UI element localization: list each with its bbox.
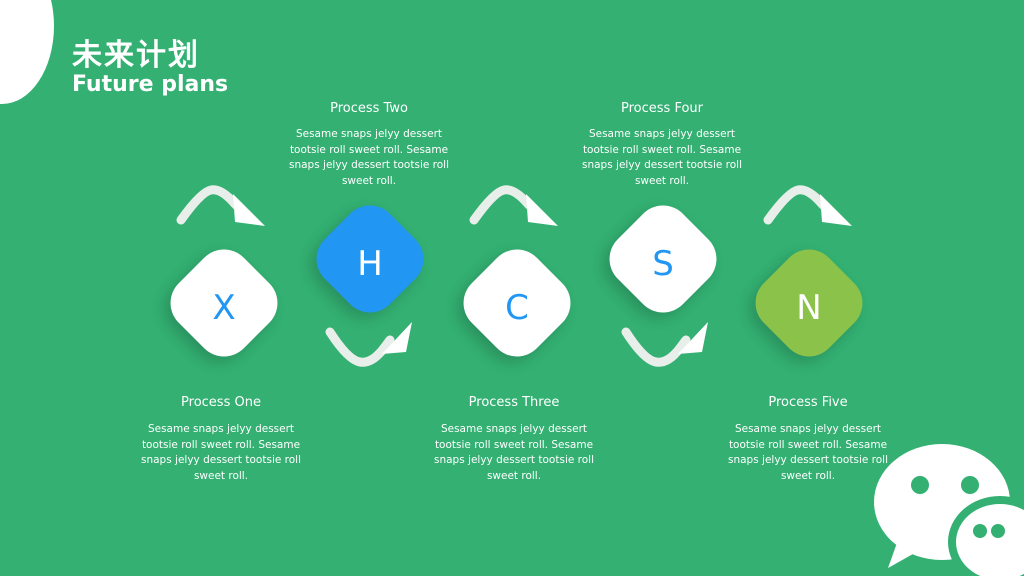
curved-arrow-icon [176, 185, 265, 226]
step-5-desc: Sesame snaps jelyy dessert tootsie roll … [728, 423, 889, 482]
step-1-letter: X [212, 288, 236, 328]
corner-circle-decoration [0, 0, 54, 104]
step-3-desc: Sesame snaps jelyy dessert tootsie roll … [434, 423, 595, 482]
step-5-letter: N [796, 288, 822, 328]
step-4-title: Process Four [621, 101, 703, 116]
step-4-desc: Sesame snaps jelyy dessert tootsie roll … [582, 128, 743, 187]
page-title: 未来计划 [72, 38, 200, 73]
curved-arrow-icon [621, 322, 708, 367]
step-2-desc: Sesame snaps jelyy dessert tootsie roll … [289, 128, 450, 187]
step-5-title: Process Five [768, 395, 848, 410]
page-subtitle: Future plans [72, 72, 229, 97]
step-2-title: Process Two [330, 101, 408, 116]
step-3-letter: C [505, 288, 529, 328]
step-3-title: Process Three [468, 395, 560, 410]
step-2-letter: H [357, 244, 383, 284]
curved-arrow-icon [469, 185, 558, 226]
step-1-desc: Sesame snaps jelyy dessert tootsie roll … [141, 423, 302, 482]
curved-arrow-icon [763, 185, 852, 226]
step-4-letter: S [652, 244, 674, 284]
step-1-title: Process One [181, 395, 261, 410]
wechat-icon [874, 444, 1024, 576]
curved-arrow-icon [325, 322, 412, 367]
